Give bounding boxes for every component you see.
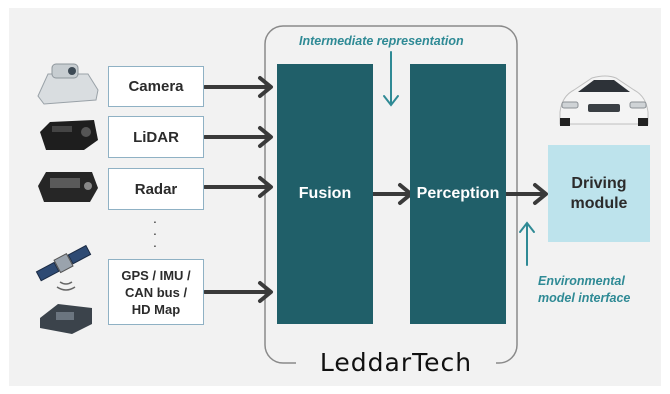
ellipsis-dots: . . . — [153, 210, 157, 250]
sensor-box-radar: Radar — [108, 168, 204, 210]
fusion-block: Fusion — [277, 64, 373, 324]
perception-block: Perception — [410, 64, 506, 324]
sensor-label-radar: Radar — [134, 180, 178, 198]
gps-device-icon — [40, 304, 92, 334]
lidar-sensor-icon — [40, 120, 98, 150]
sensor-label-lidar: LiDAR — [133, 128, 179, 146]
arrowhead-gps — [258, 281, 273, 303]
leddartech-logo: LeddarTech — [296, 345, 496, 379]
radar-sensor-icon — [38, 172, 98, 202]
driving-module-label: Driving module — [570, 174, 628, 212]
driving-module-block: Driving module — [548, 145, 650, 242]
sensor-label-gps: GPS / IMU / CAN bus / HD Map — [121, 267, 191, 317]
arrowhead-intermediate — [383, 95, 399, 107]
sensor-box-lidar: LiDAR — [108, 116, 204, 158]
environmental-model-label: Environmental model interface — [538, 274, 631, 305]
satellite-icon — [35, 244, 92, 291]
arrowhead-camera — [258, 76, 273, 98]
sensor-box-camera: Camera — [108, 66, 204, 107]
fusion-label: Fusion — [298, 185, 352, 202]
arrowhead-environmental — [519, 221, 535, 233]
sensor-box-gps: GPS / IMU / CAN bus / HD Map — [108, 259, 204, 325]
arrowhead-driving — [533, 183, 548, 205]
arrowhead-lidar — [258, 126, 273, 148]
car-icon — [559, 75, 649, 126]
arrowhead-radar — [258, 176, 273, 198]
intermediate-representation-label: Intermediate representation — [299, 34, 464, 48]
sensor-label-camera: Camera — [128, 78, 184, 95]
camera-sensor-icon — [37, 63, 99, 105]
perception-label: Perception — [416, 185, 500, 202]
